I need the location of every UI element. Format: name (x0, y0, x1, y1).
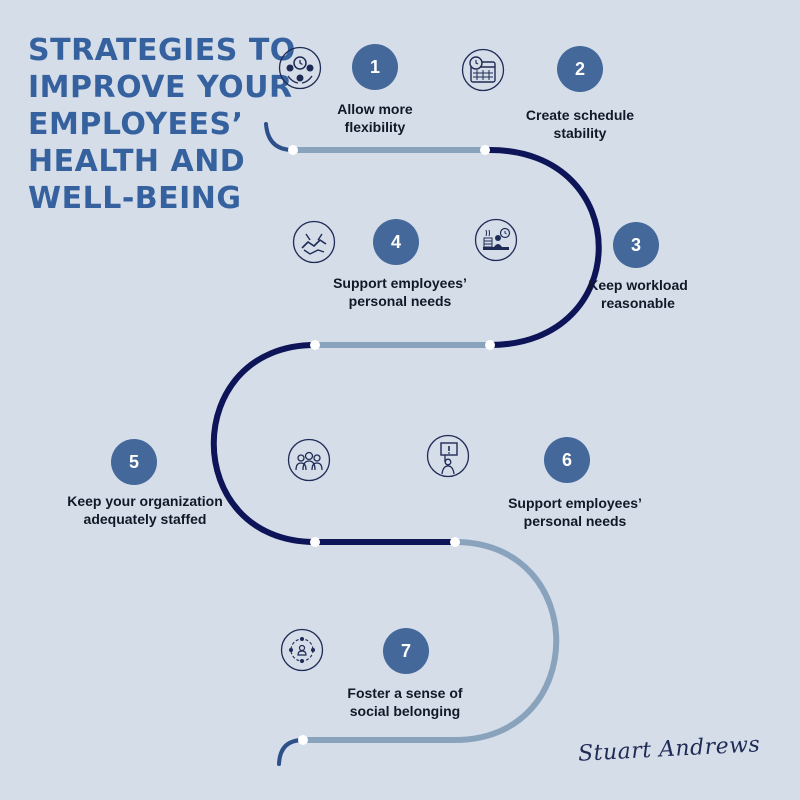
step-5-label: Keep your organization adequately staffe… (40, 492, 250, 528)
step-5-label-line: adequately staffed (83, 511, 207, 527)
network-icon (280, 628, 324, 672)
handshake-icon (292, 220, 336, 264)
step-3-label: Keep workload reasonable (568, 276, 708, 312)
protest-sign-icon (426, 434, 470, 478)
step-7-label-line: social belonging (349, 703, 461, 719)
step-2-label-line: Create schedule (525, 107, 635, 123)
step-2-label: Create schedule stability (500, 106, 660, 142)
step-4-number: 4 (373, 219, 419, 265)
path-end-curl (277, 738, 305, 766)
path-node (485, 340, 495, 350)
step-7-label: Foster a sense of social belonging (330, 684, 480, 720)
title-line: EMPLOYEES’ (28, 107, 244, 142)
title-line: STRATEGIES TO (28, 33, 296, 68)
step-5-label-line: Keep your organization (67, 493, 223, 509)
step-1-label-line: flexibility (344, 119, 406, 135)
step-6-label-line: Support employees’ (508, 495, 642, 511)
title-line: WELL-BEING (28, 181, 242, 216)
step-6-label-line: personal needs (523, 513, 627, 529)
calendar-clock-icon (461, 48, 505, 92)
step-1-label: Allow more flexibility (295, 100, 455, 136)
step-4-label-line: personal needs (348, 293, 452, 309)
step-3-number: 3 (613, 222, 659, 268)
team-icon (287, 438, 331, 482)
page-title: STRATEGIES TO IMPROVE YOUR EMPLOYEES’ HE… (28, 32, 296, 217)
step-2-label-line: stability (553, 125, 607, 141)
step-2-number: 2 (557, 46, 603, 92)
path-start-curl (264, 122, 295, 152)
step-6-number: 6 (544, 437, 590, 483)
path-node (450, 537, 460, 547)
title-line: IMPROVE YOUR (28, 70, 293, 105)
path-node (310, 340, 320, 350)
step-1-label-line: Allow more (337, 101, 413, 117)
path-segment-4 (210, 342, 316, 545)
path-segment-2 (485, 147, 602, 348)
path-node (298, 735, 308, 745)
clock-people-icon (278, 46, 322, 90)
path-nodes (288, 145, 495, 745)
step-5-number: 5 (111, 439, 157, 485)
path-node (310, 537, 320, 547)
path-segment-6 (303, 539, 560, 743)
step-4-label: Support employees’ personal needs (310, 274, 490, 310)
step-6-label: Support employees’ personal needs (485, 494, 665, 530)
step-3-label-line: reasonable (601, 295, 675, 311)
desk-worker-icon (474, 218, 518, 262)
path-node (288, 145, 298, 155)
title-line: HEALTH AND (28, 144, 246, 179)
path-node (480, 145, 490, 155)
step-4-label-line: Support employees’ (333, 275, 467, 291)
step-3-label-line: Keep workload (588, 277, 688, 293)
step-7-number: 7 (383, 628, 429, 674)
step-1-number: 1 (352, 44, 398, 90)
step-7-label-line: Foster a sense of (347, 685, 463, 701)
